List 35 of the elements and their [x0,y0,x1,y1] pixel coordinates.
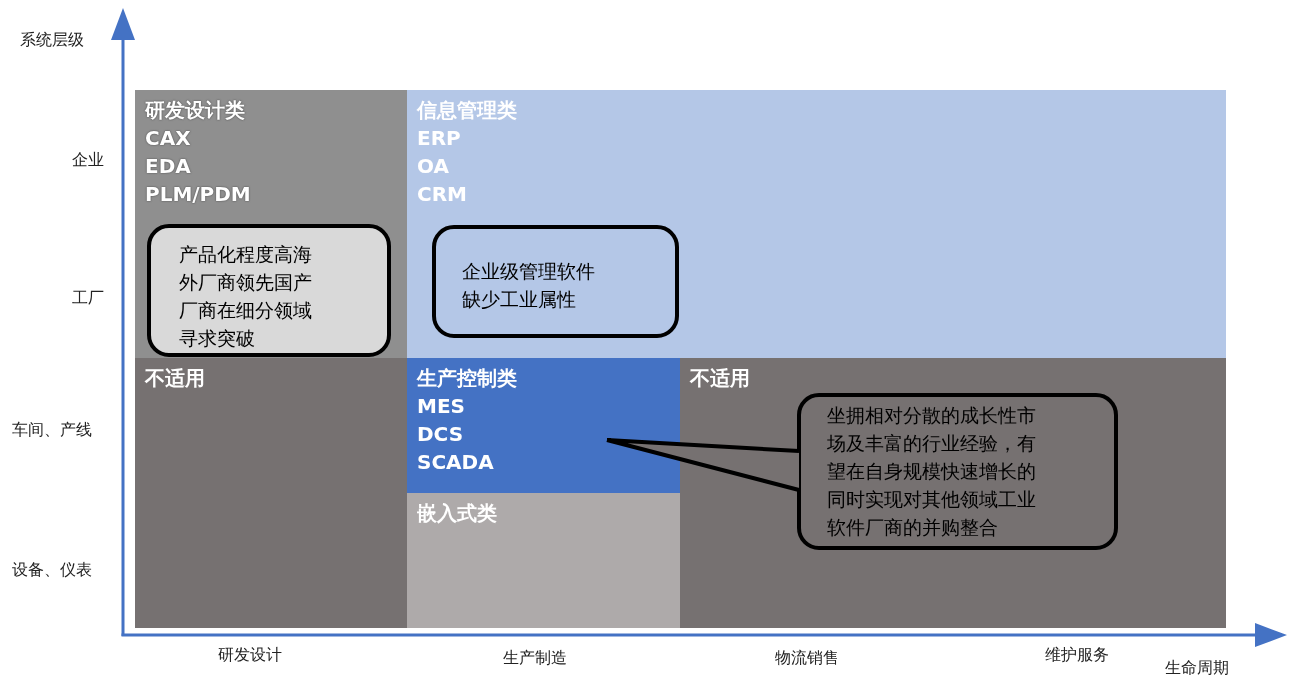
category-heading: 不适用 [145,365,205,392]
axis-label: 车间、产线 [12,420,92,441]
axis-label: 生产制造 [503,648,567,669]
axis-title: 系统层级 [20,30,84,51]
category-cell [407,493,680,628]
category-heading: 生产控制类 [417,365,517,392]
axis-label: 维护服务 [1045,645,1109,666]
callout-box: 产品化程度高海外厂商领先国产厂商在细分领域寻求突破 [147,224,391,357]
category-heading: 研发设计类 [145,97,245,124]
software-item: DCS [417,421,464,448]
axis-label: 研发设计 [218,645,282,666]
axis-label: 企业 [72,150,104,171]
axis-label: 物流销售 [775,648,839,669]
category-cell [407,90,1226,358]
category-cell [135,358,407,628]
axis-label: 设备、仪表 [12,560,92,581]
axis-title: 生命周期 [1165,658,1229,676]
category-heading: 信息管理类 [417,97,517,124]
software-item: PLM/PDM [145,181,251,208]
callout-box: 坐拥相对分散的成长性市场及丰富的行业经验，有望在自身规模快速增长的同时实现对其他领域工业软件厂商的并购整合 [797,393,1118,550]
software-item: EDA [145,153,191,180]
category-heading: 嵌入式类 [417,500,497,527]
category-cell [407,358,680,493]
software-item: CRM [417,181,467,208]
callout-box: 企业级管理软件缺少工业属性 [432,225,679,338]
software-item: OA [417,153,449,180]
software-item: ERP [417,125,461,152]
software-item: MES [417,393,465,420]
software-item: CAX [145,125,191,152]
category-cell [680,358,1226,628]
callout-pointer [605,438,801,492]
category-heading: 不适用 [690,365,750,392]
category-cell [135,90,407,358]
software-item: SCADA [417,449,494,476]
axis-label: 工厂 [72,288,104,309]
